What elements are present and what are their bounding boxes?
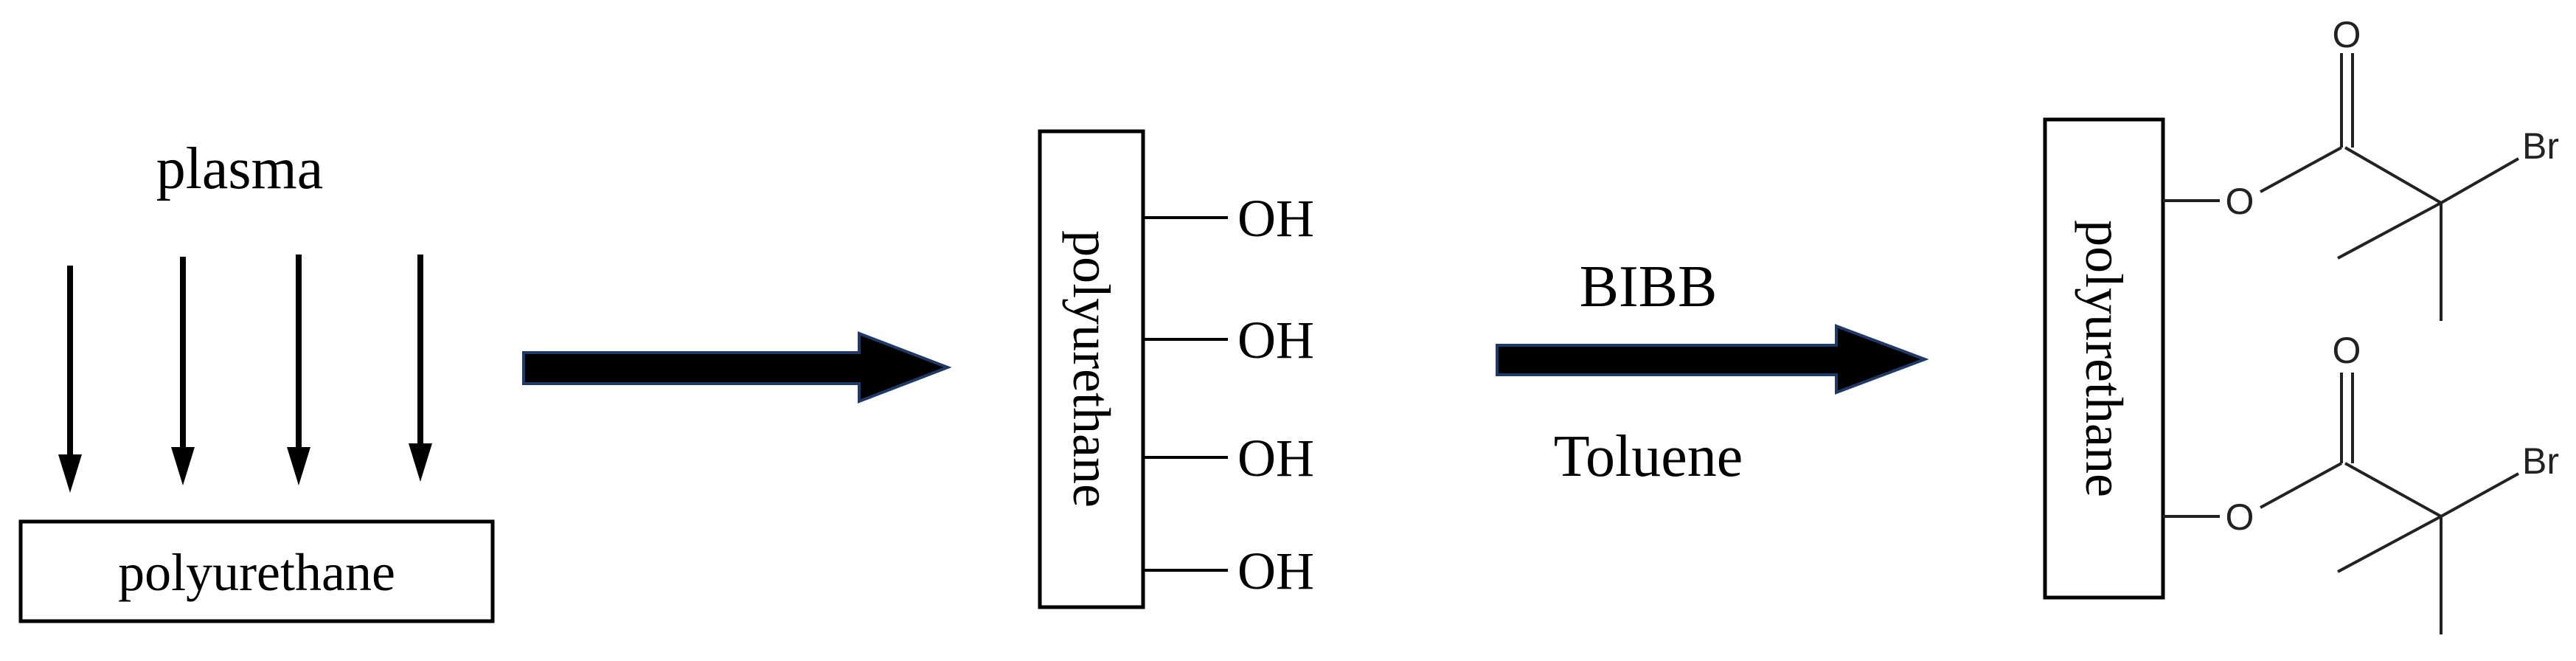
hydroxylated-substrate-box	[1038, 129, 1145, 609]
solvent-label: Toluene	[1554, 424, 1743, 489]
carbonyl-oxygen-upper: O	[2333, 14, 2361, 55]
plasma-arrow-1	[58, 266, 82, 493]
polyurethane-substrate-box	[18, 519, 495, 623]
hydroxyl-label-2: OH	[1237, 311, 1314, 370]
bromine-lower: Br	[2522, 440, 2559, 482]
plasma-arrows	[58, 255, 432, 493]
ester-group-upper	[2163, 53, 2519, 321]
plasma-arrow-3	[287, 255, 310, 485]
plasma-label: plasma	[156, 136, 324, 201]
hydroxyl-label-3: OH	[1237, 429, 1314, 488]
reaction-arrow-1	[522, 331, 952, 404]
polyurethane-substrate-label: polyurethane	[118, 543, 395, 602]
reagent-label: BIBB	[1580, 255, 1718, 319]
hydroxylated-substrate-label: polyurethane	[1062, 230, 1121, 508]
reaction-arrow-2	[1496, 324, 1929, 395]
product-substrate-box	[2043, 117, 2165, 600]
ester-oxygen-upper: O	[2226, 181, 2254, 222]
hydroxyl-groups: OH OH OH OH	[1143, 189, 1314, 601]
carbonyl-oxygen-lower: O	[2333, 330, 2361, 371]
plasma-arrow-2	[171, 257, 195, 485]
bromine-upper: Br	[2522, 125, 2559, 167]
ester-oxygen-lower: O	[2226, 496, 2254, 538]
ester-group-lower	[2163, 373, 2519, 634]
plasma-arrow-4	[409, 255, 432, 482]
hydroxyl-label-4: OH	[1237, 541, 1314, 601]
hydroxyl-label-1: OH	[1237, 189, 1314, 248]
product-substrate-label: polyurethane	[2075, 220, 2134, 497]
